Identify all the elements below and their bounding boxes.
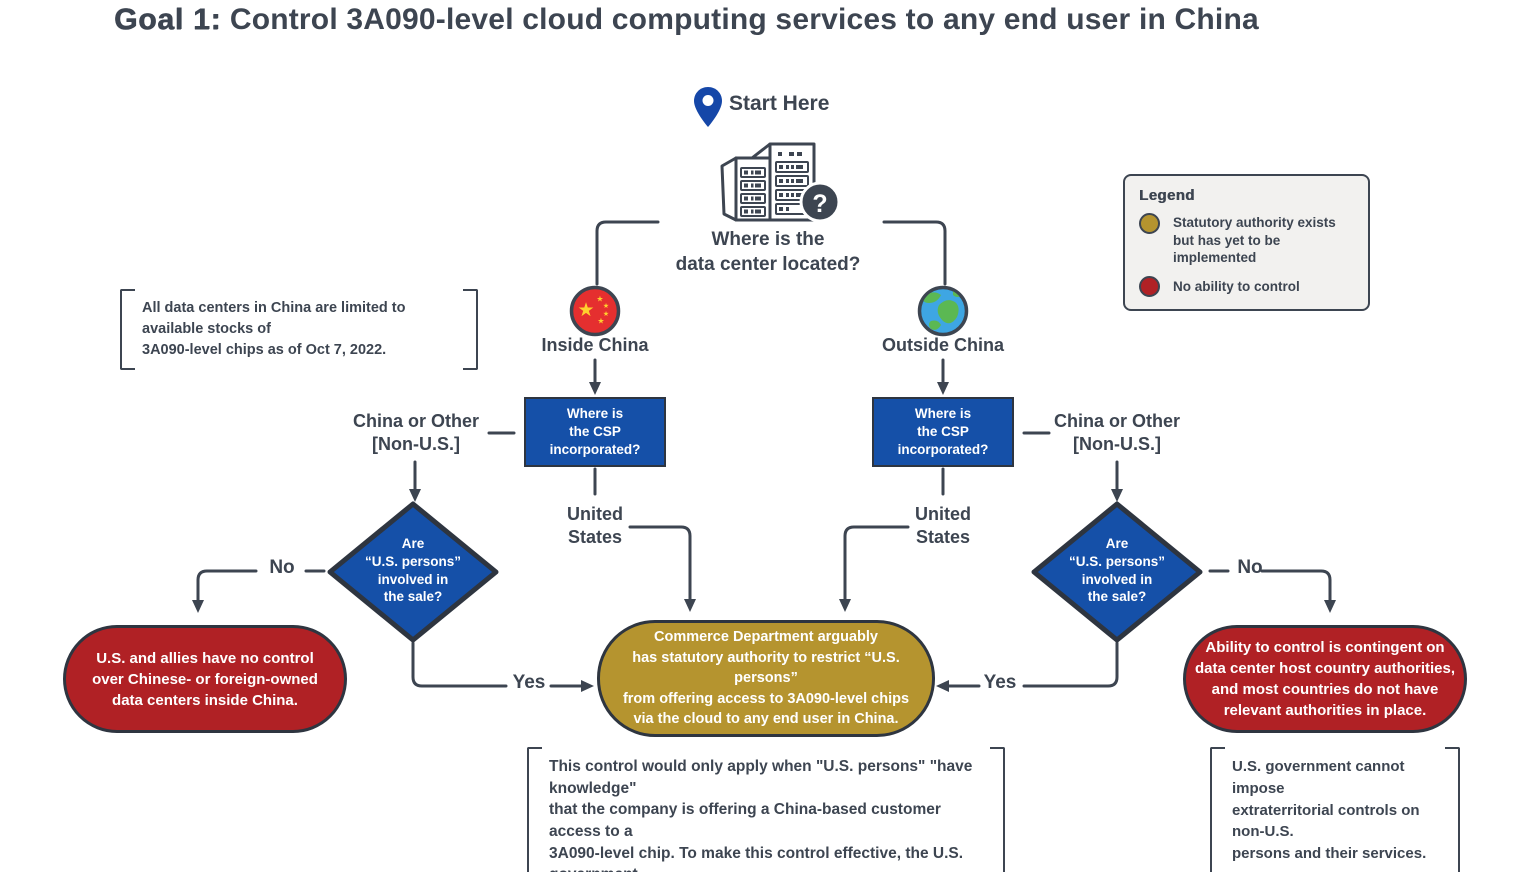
no-label-right: No (1237, 557, 1263, 578)
outcome-host-country-contingent: Ability to control is contingent on data… (1183, 625, 1467, 733)
united-states-label-left: United States (567, 504, 623, 548)
svg-text:★: ★ (603, 302, 609, 310)
question-badge-icon: ? (799, 181, 841, 223)
outside-china-label: Outside China (881, 335, 1004, 355)
outcome-no-control-inside-china: U.S. and allies have no control over Chi… (63, 625, 347, 733)
svg-text:★: ★ (597, 317, 604, 326)
svg-text:★: ★ (603, 310, 609, 318)
title-text: Control 3A090-level cloud computing serv… (221, 3, 1259, 36)
note-knowledge-requirement: This control would only apply when "U.S.… (527, 747, 1005, 872)
gold-swatch-icon (1139, 213, 1160, 234)
globe-icon (917, 285, 969, 337)
yes-label-right: Yes (983, 672, 1017, 693)
non-us-label-right: China or Other [Non-U.S.] (1053, 411, 1180, 455)
data-center-icon: ? (720, 142, 841, 223)
diamond-shapes (327, 501, 1203, 643)
csp-box-left: Where is the CSP incorporated? (524, 397, 666, 467)
diamond-question-right: Are “U.S. persons” involved in the sale? (1068, 536, 1166, 605)
diamond-right (1031, 501, 1203, 643)
svg-text:★: ★ (577, 299, 594, 321)
note-china-stock: All data centers in China are limited to… (120, 289, 478, 371)
united-states-label-right: United States (915, 504, 971, 548)
start-pin-icon (694, 87, 722, 127)
red-swatch-icon (1139, 275, 1160, 297)
yes-label-left: Yes (512, 672, 546, 693)
csp-box-right: Where is the CSP incorporated? (872, 397, 1014, 467)
svg-text:★: ★ (596, 295, 603, 304)
title-goal-prefix: Goal 1: (114, 3, 222, 36)
note-extraterritorial: U.S. government cannot impose extraterri… (1210, 747, 1460, 872)
diamond-question-left: Are “U.S. persons” involved in the sale? (364, 536, 462, 605)
legend-item-label: Statutory authority exists but has yet t… (1173, 215, 1336, 266)
svg-text:?: ? (812, 190, 827, 218)
non-us-label-left: China or Other [Non-U.S.] (352, 411, 479, 455)
root-question: Where is the data center located? (675, 229, 861, 276)
start-here-label: Start Here (729, 92, 830, 115)
legend-heading: Legend (1139, 187, 1195, 204)
inside-china-label: Inside China (541, 335, 649, 355)
outcome-statutory-authority: Commerce Department arguably has statuto… (597, 620, 935, 737)
page-title: Goal 1: Control 3A090-level cloud comput… (114, 3, 1259, 37)
legend: Legend Statutory authority exists but ha… (1123, 174, 1370, 311)
diamond-left (327, 501, 499, 643)
legend-item-label: No ability to control (1173, 278, 1300, 294)
legend-item-no-control: No ability to control (1139, 275, 1355, 297)
no-label-left: No (269, 557, 295, 578)
legend-item-statutory: Statutory authority exists but has yet t… (1139, 213, 1355, 267)
china-flag-icon: ★ ★ ★ ★ ★ (569, 285, 621, 337)
